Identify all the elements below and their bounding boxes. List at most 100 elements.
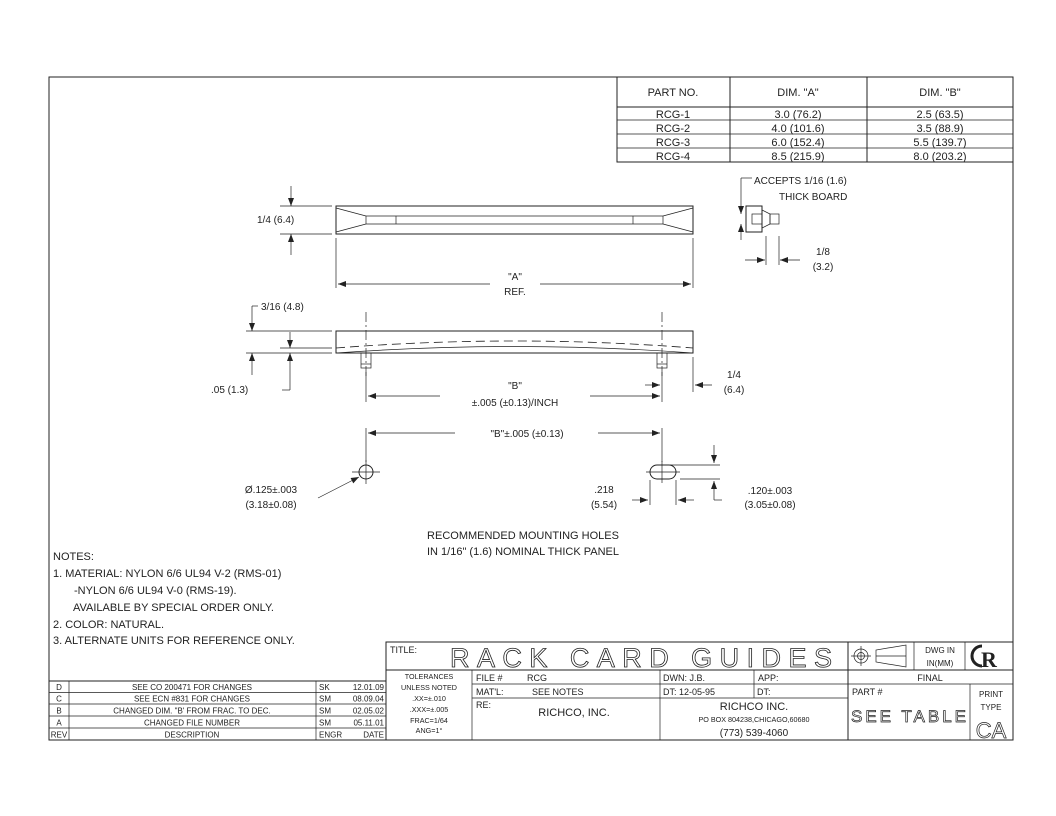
board-detail: ACCEPTS 1/16 (1.6) THICK BOARD 1/8 (3.2)	[738, 176, 847, 273]
slot-length: .218	[594, 485, 614, 496]
title-label: TITLE:	[390, 645, 417, 655]
table-cell: RCG-2	[656, 123, 690, 135]
table-cell: 8.5 (215.9)	[771, 151, 824, 163]
note-line: 3. ALTERNATE UNITS FOR REFERENCE ONLY.	[53, 635, 295, 647]
print-type-label: TYPE	[981, 703, 1002, 712]
table-cell: 4.0 (101.6)	[771, 123, 824, 135]
revision-description: CHANGED FILE NUMBER	[144, 719, 240, 728]
revision-row: C SEE ECN #831 FOR CHANGES SM 08.09.04	[56, 695, 384, 704]
print-type-value: CA	[976, 718, 1007, 743]
table-cell: 5.5 (139.7)	[913, 137, 966, 149]
revision-header-description: DESCRIPTION	[165, 731, 220, 740]
hole-diameter: Ø.125±.003	[245, 485, 298, 496]
table-cell: RCG-1	[656, 109, 690, 121]
part-number-value: SEE TABLE	[851, 707, 966, 726]
mounting-caption: IN 1/16" (1.6) NOMINAL THICK PANEL	[427, 546, 619, 558]
part-number-label: PART #	[852, 687, 883, 697]
parts-table: PART NO. DIM. "A" DIM. "B" RCG-1 3.0 (76…	[616, 76, 1014, 163]
revision-header-rev: REV	[51, 731, 68, 740]
notes-heading: NOTES:	[53, 551, 94, 563]
tolerance-line: TOLERANCES	[405, 672, 454, 681]
revision-date: 05.11.01	[353, 719, 384, 728]
side-view: 3/16 (4.8) .05 (1.3) "B" ±.005 (±0.13)/I…	[211, 302, 744, 409]
table-cell: 3.5 (88.9)	[916, 123, 963, 135]
revision-header-engineer: ENGR	[319, 731, 342, 740]
pin-inset-dimension: 1/4	[727, 370, 741, 381]
revision-header-date: DATE	[363, 731, 384, 740]
table-cell: 6.0 (152.4)	[771, 137, 824, 149]
revision-letter: C	[56, 695, 62, 704]
length-dimension: "A"	[508, 272, 522, 283]
tolerance-line: .XX=±.010	[412, 694, 446, 703]
mounting-caption: RECOMMENDED MOUNTING HOLES	[427, 530, 619, 542]
richco-logo-icon: R	[970, 644, 998, 672]
table-header-dim-a: DIM. "A"	[777, 87, 819, 99]
revision-engineer: SM	[319, 707, 331, 716]
re-label: RE:	[476, 700, 491, 710]
company-address: PO BOX 804238,CHICAGO,60680	[698, 715, 809, 724]
height-dimension: 1/4 (6.4)	[257, 215, 294, 226]
re-value: RICHCO, INC.	[538, 707, 610, 719]
print-type-label: PRINT	[979, 690, 1003, 699]
drawing-status: FINAL	[917, 673, 943, 683]
revision-block: D SEE CO 200471 FOR CHANGES SK 12.01.09 …	[49, 680, 386, 740]
table-cell: 3.0 (76.2)	[774, 109, 821, 121]
table-row: RCG-2 4.0 (101.6) 3.5 (88.9)	[656, 123, 964, 135]
revision-letter: D	[56, 683, 62, 692]
top-view: 1/4 (6.4) "A" REF.	[257, 186, 694, 298]
board-width-dimension: 1/8	[816, 247, 830, 258]
tolerances: TOLERANCES UNLESS NOTED .XX=±.010 .XXX=±…	[401, 672, 457, 735]
table-row: RCG-4 8.5 (215.9) 8.0 (203.2)	[656, 151, 967, 163]
drawing-title: RACK CARD GUIDES	[450, 643, 832, 673]
notes: NOTES: 1. MATERIAL: NYLON 6/6 UL94 V-2 (…	[53, 551, 295, 647]
slot-length-mm: (5.54)	[591, 500, 617, 511]
material-value: SEE NOTES	[532, 687, 584, 697]
revision-header: REV DESCRIPTION ENGR DATE	[51, 731, 384, 740]
slot-width-mm: (3.05±0.08)	[744, 500, 795, 511]
table-cell: RCG-3	[656, 137, 690, 149]
table-header-dim-b: DIM. "B"	[919, 87, 961, 99]
mounting-holes: "B"±.005 (±0.13) Ø.125±.003 (3.18±0.08) …	[245, 428, 796, 558]
revision-date: 08.09.04	[353, 695, 385, 704]
table-row: RCG-1 3.0 (76.2) 2.5 (63.5)	[656, 109, 964, 121]
slot-width: .120±.003	[748, 486, 793, 497]
revision-letter: B	[56, 707, 61, 716]
units-label: DWG IN	[925, 646, 955, 655]
thick-board-note: THICK BOARD	[779, 192, 847, 203]
thickness-dimension: 3/16 (4.8)	[261, 302, 304, 313]
revision-description: SEE CO 200471 FOR CHANGES	[132, 683, 252, 692]
note-line: 1. MATERIAL: NYLON 6/6 UL94 V-2 (RMS-01)	[53, 568, 281, 580]
hole-diameter-mm: (3.18±0.08)	[245, 500, 296, 511]
approved-by: APP:	[758, 673, 779, 683]
guide-outline-top	[335, 205, 694, 235]
drawn-date: DT: 12-05-95	[663, 687, 715, 697]
approved-date: DT:	[757, 687, 771, 697]
tolerance-line: ANG=1°	[416, 726, 443, 735]
revision-row: B CHANGED DIM. "B' FROM FRAC. TO DEC. SM…	[56, 707, 384, 716]
material-label: MAT'L:	[476, 687, 504, 697]
revision-engineer: SK	[319, 683, 330, 692]
revision-description: SEE ECN #831 FOR CHANGES	[134, 695, 250, 704]
note-line: AVAILABLE BY SPECIAL ORDER ONLY.	[73, 602, 274, 614]
offset-dimension: .05 (1.3)	[211, 385, 248, 396]
company-phone: (773) 539-4060	[720, 728, 789, 739]
hole-spacing-dimension: "B"±.005 (±0.13)	[490, 429, 563, 440]
title-block: TITLE: RACK CARD GUIDES DWG IN IN(MM) R …	[385, 641, 1014, 743]
table-row: RCG-3 6.0 (152.4) 5.5 (139.7)	[656, 137, 967, 149]
revision-description: CHANGED DIM. "B' FROM FRAC. TO DEC.	[113, 707, 270, 716]
table-cell: 8.0 (203.2)	[913, 151, 966, 163]
length-reference: REF.	[504, 287, 526, 298]
file-value: RCG	[527, 673, 547, 683]
tolerance-line: FRAC=1/64	[410, 716, 448, 725]
pin-spacing-label: "B"	[508, 381, 522, 392]
pin-spacing-tolerance: ±.005 (±0.13)/INCH	[472, 398, 559, 409]
svg-text:R: R	[981, 647, 998, 672]
revision-date: 12.01.09	[353, 683, 385, 692]
tolerance-line: UNLESS NOTED	[401, 683, 457, 692]
file-label: FILE #	[476, 673, 503, 683]
revision-date: 02.05.02	[353, 707, 385, 716]
board-width-dimension-mm: (3.2)	[813, 262, 834, 273]
accepts-board-note: ACCEPTS 1/16 (1.6)	[754, 176, 847, 187]
